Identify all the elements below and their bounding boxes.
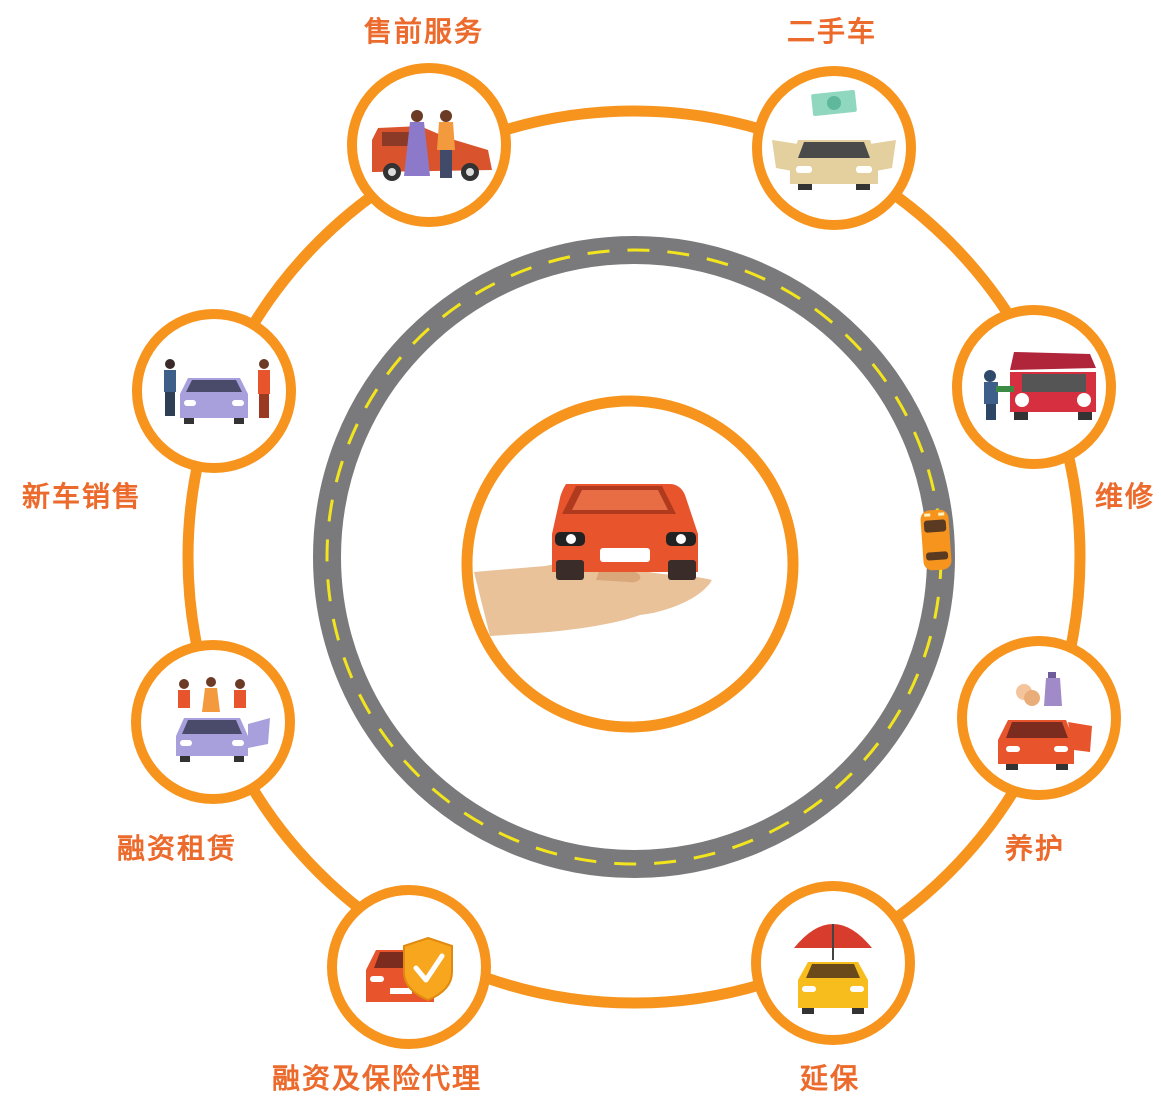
car-with-buyer-and-seller-icon [164, 359, 270, 424]
outer-ring [182, 105, 1086, 1009]
car-under-umbrella-icon [794, 924, 872, 1014]
node-new-car-sales[interactable] [132, 309, 296, 473]
node-extended-warranty[interactable] [751, 881, 915, 1045]
label-financial-leasing: 融资租赁 [117, 832, 238, 865]
label-maintenance: 养护 [1005, 832, 1066, 865]
label-extended-warranty: 延保 [800, 1062, 861, 1095]
label-used-car: 二手车 [787, 15, 878, 48]
hand-holding-car-icon [474, 484, 712, 636]
node-used-car[interactable] [752, 66, 916, 230]
car-with-coins-and-oil-icon [998, 672, 1092, 770]
node-repair[interactable] [952, 305, 1116, 469]
car-with-two-women-icon [372, 110, 492, 181]
node-insurance-agency[interactable] [327, 885, 491, 1049]
car-with-three-people-icon [176, 677, 270, 762]
car-with-money-icon [772, 89, 896, 190]
node-financial-leasing[interactable] [131, 640, 295, 804]
label-presale: 售前服务 [364, 15, 485, 48]
car-with-shield-check-icon [366, 936, 453, 1002]
label-repair: 维修 [1095, 480, 1156, 513]
road-car-icon [920, 509, 952, 571]
label-new-car-sales: 新车销售 [22, 480, 143, 513]
label-insurance-agency: 融资及保险代理 [272, 1062, 483, 1095]
mechanic-open-hood-icon [984, 352, 1096, 420]
node-maintenance[interactable] [957, 636, 1121, 800]
node-presale[interactable] [347, 63, 511, 227]
